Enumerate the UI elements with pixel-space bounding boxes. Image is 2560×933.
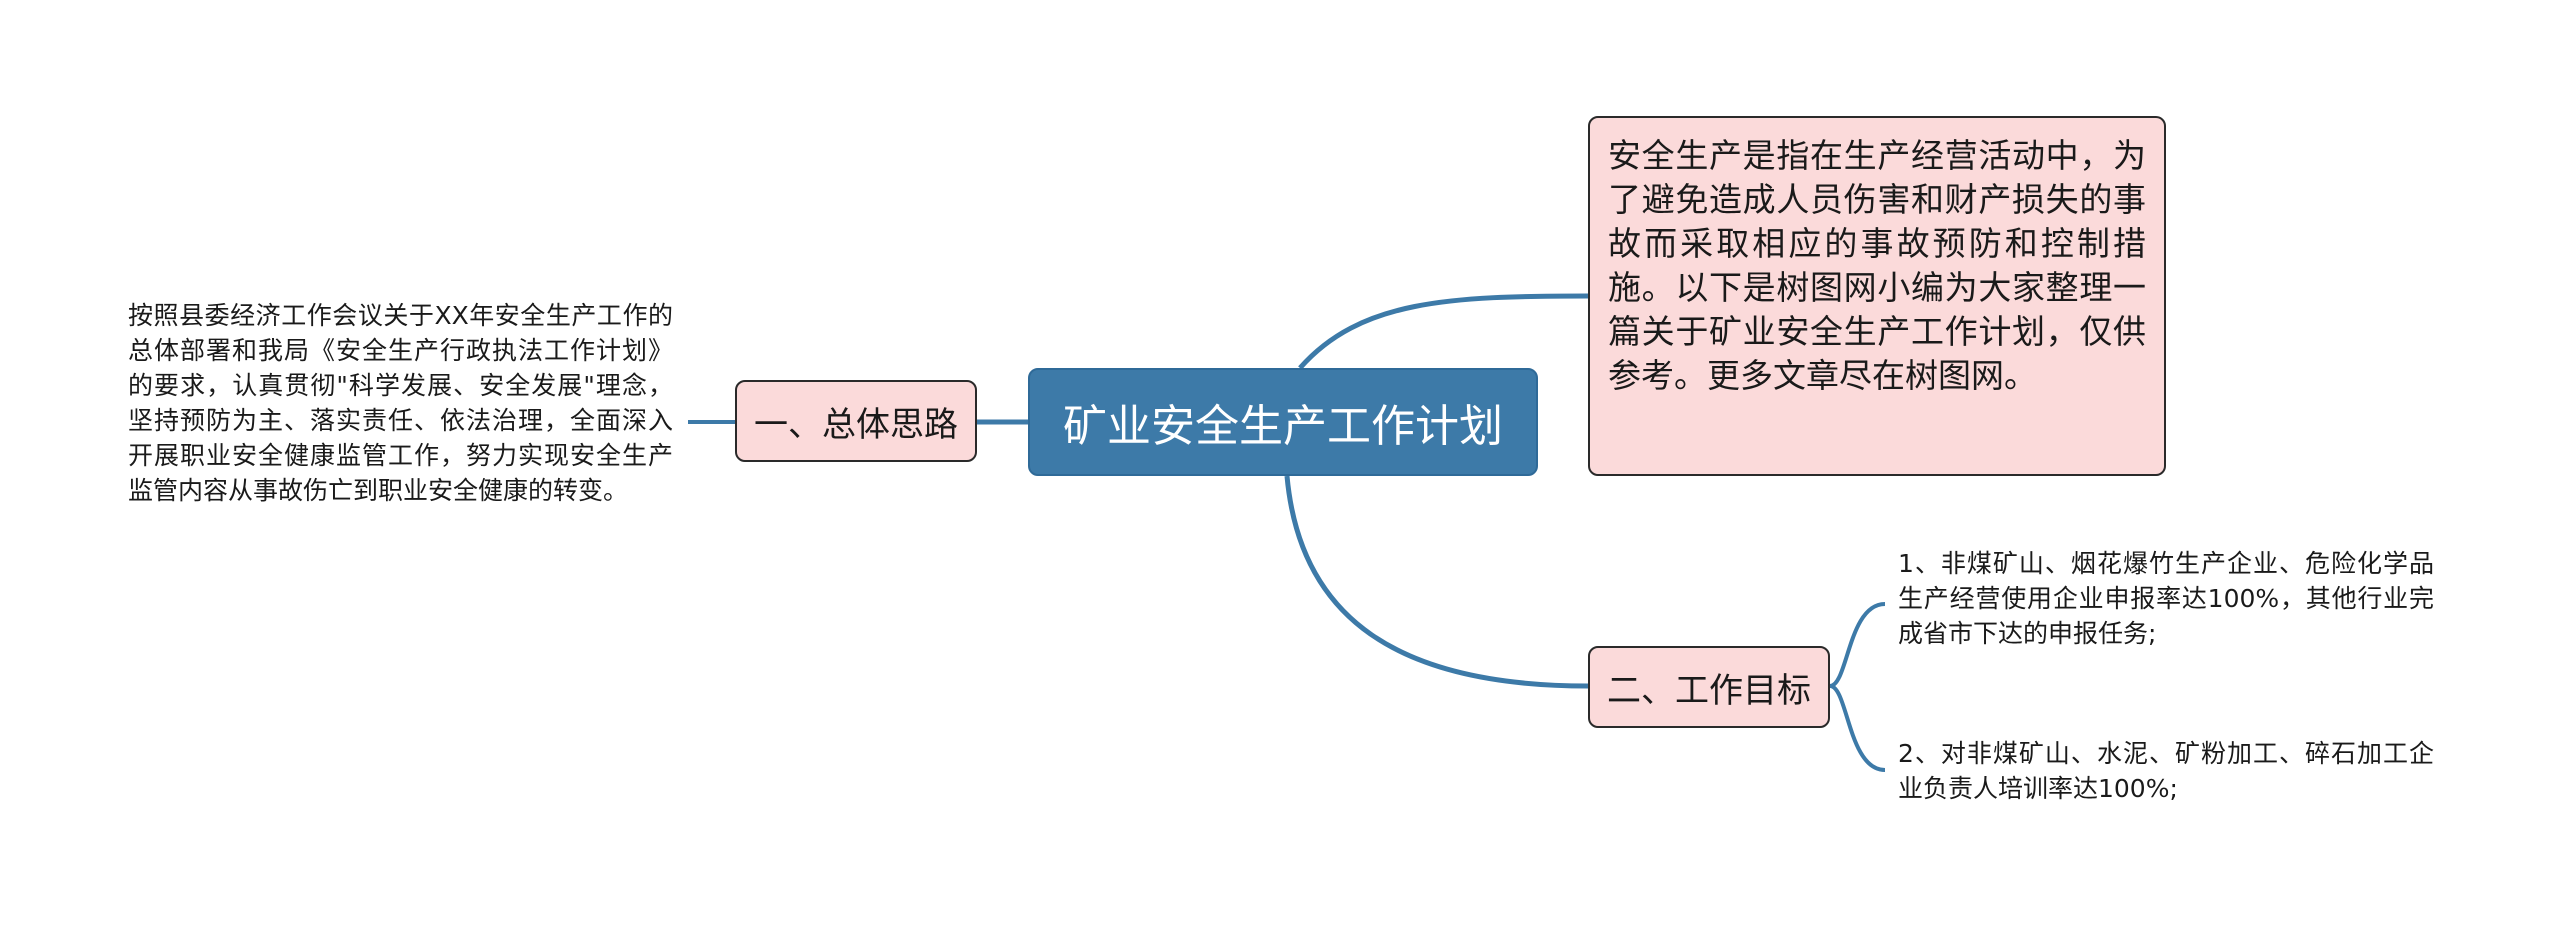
link-root-to-topic-right	[1284, 475, 1589, 689]
description-text: 安全生产是指在生产经营活动中，为了避免造成人员伤害和财产损失的事故而采取相应的事…	[1608, 136, 2146, 395]
topic-overall-approach[interactable]: 一、总体思路	[735, 380, 977, 462]
link-topic-right-to-leaf-2	[1829, 684, 1886, 772]
root-node-label: 矿业安全生产工作计划	[1063, 401, 1503, 452]
topic-label: 一、总体思路	[754, 404, 958, 445]
topic-work-goals[interactable]: 二、工作目标	[1588, 646, 1830, 728]
description-node[interactable]: 安全生产是指在生产经营活动中，为了避免造成人员伤害和财产损失的事故而采取相应的事…	[1588, 116, 2166, 476]
link-topic-right-to-leaf-1	[1829, 602, 1886, 688]
link-root-to-description	[1298, 293, 1589, 370]
leaf-work-goal-2: 2、对非煤矿山、水泥、矿粉加工、碎石加工企业负责人培训率达100%;	[1898, 739, 2434, 803]
root-node[interactable]: 矿业安全生产工作计划	[1028, 368, 1538, 476]
leaf-work-goal-1: 1、非煤矿山、烟花爆竹生产企业、危险化学品生产经营使用企业申报率达100%，其他…	[1898, 549, 2434, 648]
topic-label: 二、工作目标	[1607, 670, 1811, 711]
leaf-overall-approach-text: 按照县委经济工作会议关于XX年安全生产工作的总体部署和我局《安全生产行政执法工作…	[128, 301, 673, 505]
